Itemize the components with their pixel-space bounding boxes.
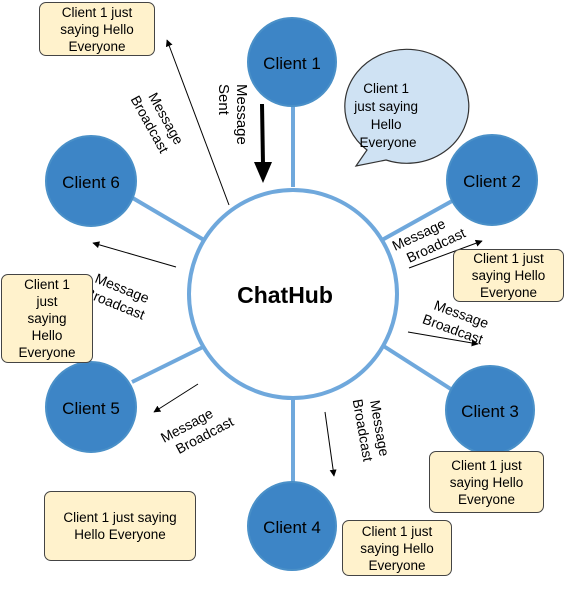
message-sent-label: Message Sent xyxy=(215,84,250,149)
broadcast-label-client-6: Message Broadcast xyxy=(128,84,189,158)
client-5-label: Client 5 xyxy=(62,399,120,418)
client-1-label: Client 1 xyxy=(263,54,321,73)
note-line: Client 1 xyxy=(24,277,70,292)
note-line: Hello Everyone xyxy=(74,527,166,542)
broadcast-label-client-4: Message Broadcast xyxy=(350,395,394,464)
speech-bubble-line: Client 1 xyxy=(363,81,409,96)
broadcast-arrows xyxy=(92,39,483,477)
spoke-client-2 xyxy=(381,194,462,242)
note-line: Client 1 just xyxy=(61,4,133,20)
note-line: Everyone xyxy=(368,557,426,573)
client-4-label: Client 4 xyxy=(263,518,321,537)
note-line: saying xyxy=(27,311,67,326)
note-line: saying Hello xyxy=(471,268,546,283)
message-note-client-6: Client 1 just saying Hello Everyone xyxy=(39,2,155,56)
note-line: saying Hello xyxy=(60,21,134,37)
message-sent-arrowhead xyxy=(254,162,272,183)
message-note-client-2: Client 1 just saying Hello Everyone xyxy=(453,249,564,302)
speech-bubble-line: Hello xyxy=(371,117,402,132)
speech-bubble xyxy=(344,48,470,167)
note-line: Everyone xyxy=(68,38,126,54)
broadcast-label-client-5: Message Broadcast xyxy=(158,398,236,461)
client-1-node xyxy=(247,17,337,107)
broadcast-arrow-client-6 xyxy=(165,39,230,206)
message-sent-line: Message xyxy=(233,84,250,145)
speech-bubble-line: Everyone xyxy=(359,135,416,150)
message-note-client-5-upper: Client 1 just saying Hello Everyone xyxy=(1,274,93,363)
chathub-label: ChatHub xyxy=(237,282,333,308)
speech-bubble-text: Client 1 just saying Hello Everyone xyxy=(353,81,422,150)
broadcast-arrow-client-5 xyxy=(153,383,199,413)
spokes xyxy=(129,96,462,482)
note-line: Client 1 just xyxy=(361,523,433,539)
client-6-label: Client 6 xyxy=(62,173,120,192)
note-line: Hello xyxy=(31,328,63,343)
note-line: Client 1 just saying xyxy=(63,510,177,525)
message-note-client-5: Client 1 just saying Hello Everyone xyxy=(44,491,196,561)
client-nodes: Client 1 Client 2 Client 3 Client 4 Clie… xyxy=(45,17,538,571)
client-5-node xyxy=(45,361,137,453)
note-line: saying Hello xyxy=(449,474,524,490)
message-note-client-4: Client 1 just saying Hello Everyone xyxy=(342,520,452,576)
note-line: Client 1 just xyxy=(451,457,522,473)
broadcast-arrow-client-3 xyxy=(407,331,479,347)
note-line: Everyone xyxy=(457,491,516,507)
spoke-client-3 xyxy=(380,343,459,395)
chathub-node xyxy=(187,188,399,400)
note-line: saying Hello xyxy=(360,540,434,556)
spoke-client-6 xyxy=(129,195,206,242)
spoke-client-5 xyxy=(131,344,206,384)
speech-bubble-line: just saying xyxy=(353,99,418,114)
broadcast-label-client-5-upper: Message Broadcast xyxy=(83,268,155,323)
client-2-node xyxy=(446,134,538,226)
message-sent-arrow xyxy=(260,103,265,165)
note-line: Everyone xyxy=(479,285,538,300)
client-4-node xyxy=(247,481,337,571)
note-line: just xyxy=(36,294,58,309)
broadcast-arrow-client-4 xyxy=(324,411,337,477)
client-6-node xyxy=(45,135,137,227)
broadcast-arrow-client-2 xyxy=(408,239,483,269)
note-line: Everyone xyxy=(18,345,76,360)
message-sent-line: Sent xyxy=(215,84,232,116)
client-3-label: Client 3 xyxy=(461,402,519,421)
client-2-label: Client 2 xyxy=(463,172,521,191)
note-line: Client 1 just xyxy=(473,251,544,266)
message-note-client-3: Client 1 just saying Hello Everyone xyxy=(429,451,544,513)
broadcast-arrow-client-5-upper xyxy=(92,241,177,268)
